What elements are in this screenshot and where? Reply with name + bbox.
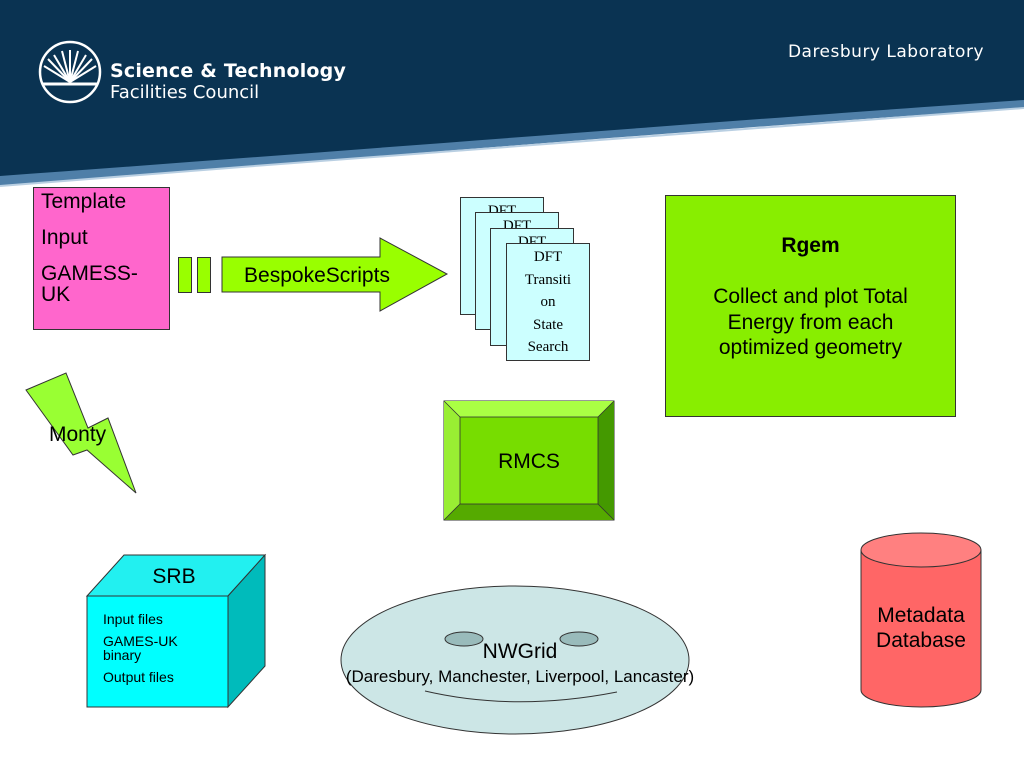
rgem-title: Rgem	[781, 234, 840, 257]
nwgrid-sites: (Daresbury, Manchester, Liverpool, Lanca…	[345, 667, 695, 686]
org-name-line2: Facilities Council	[110, 82, 260, 103]
dft-line: DFT	[533, 249, 563, 265]
lab-name: Daresbury Laboratory	[787, 42, 984, 62]
monty-label: Monty	[49, 423, 107, 446]
rmcs-label: RMCS	[498, 450, 560, 473]
rgem-box: Rgem Collect and plot Total Energy from …	[665, 195, 956, 417]
nwgrid-ellipse	[340, 585, 690, 735]
dft-line: State	[533, 316, 563, 333]
srb-item: GAMES-UK binary	[103, 633, 178, 663]
metadata-database-cylinder	[860, 532, 982, 708]
nwgrid-right-eye	[559, 631, 599, 647]
sunburst-logo-icon	[38, 40, 102, 104]
header-banner	[0, 0, 1024, 187]
template-line: Template	[41, 190, 127, 213]
gamess-uk-line: GAMESS-UK	[41, 262, 138, 306]
input-line: Input	[41, 226, 88, 249]
bespoke-scripts-label: BespokeScripts	[244, 264, 390, 287]
connector-bar-1	[178, 257, 192, 293]
monty-lightning-bolt	[25, 372, 137, 494]
nwgrid-smile	[424, 690, 618, 703]
rmcs-bevel-box	[443, 400, 615, 521]
srb-file-list: Input files GAMES-UK binary Output files	[103, 612, 185, 692]
dft-transition-state-page: DFT Transiti on State Search	[506, 243, 590, 361]
bespoke-arrow	[221, 237, 449, 312]
connector-bar-2	[197, 257, 211, 293]
srb-item: Output files	[103, 669, 174, 685]
dft-line: Search	[527, 339, 569, 355]
srb-item: Input files	[103, 611, 163, 627]
template-input-box: Template Input GAMESS-UK	[33, 187, 170, 330]
nwgrid-left-eye	[444, 631, 484, 647]
nwgrid-title: NWGrid	[482, 640, 558, 663]
rgem-description: Collect and plot Total Energy from each …	[713, 285, 908, 360]
srb-cube	[85, 553, 267, 709]
srb-label: SRB	[152, 565, 196, 588]
org-name-line1: Science & Technology	[110, 60, 347, 82]
header-navy-band	[0, 0, 1024, 176]
dft-line: on	[540, 294, 556, 310]
dft-line: Transiti	[524, 271, 572, 288]
metadata-database-label: Metadata Database	[876, 604, 966, 653]
